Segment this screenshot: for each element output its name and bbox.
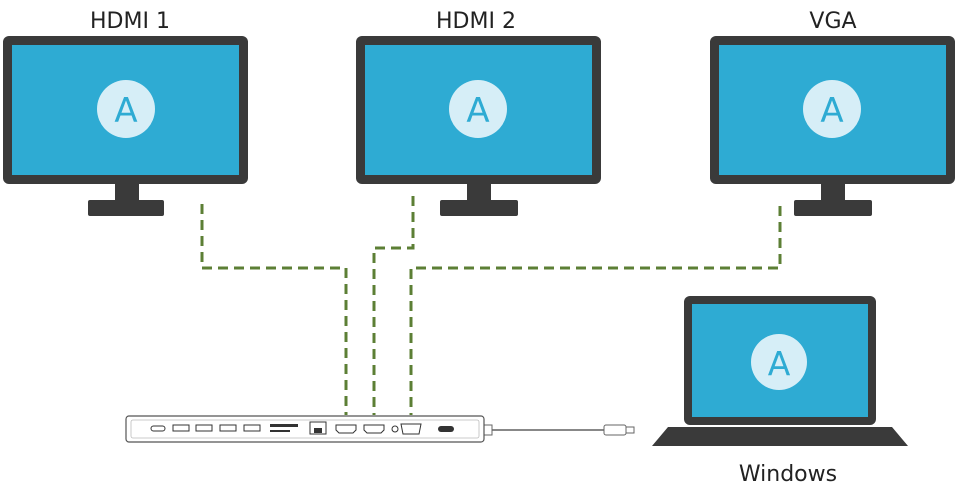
monitor-label-hdmi1: HDMI 1	[90, 9, 170, 34]
monitor-hdmi1: HDMI 1 A	[3, 9, 248, 216]
laptop-icon: A	[652, 296, 908, 446]
monitor-icon: A	[356, 36, 601, 216]
usb-c-cable	[483, 424, 635, 436]
screen-glyph: A	[466, 91, 489, 131]
screen-glyph: A	[768, 344, 791, 383]
monitor-icon: A	[3, 36, 248, 216]
screen-glyph: A	[820, 91, 843, 131]
laptop-label: Windows	[739, 462, 837, 487]
monitor-label-vga: VGA	[809, 9, 856, 34]
monitor-label-hdmi2: HDMI 2	[436, 9, 516, 34]
laptop-windows: A Windows	[652, 296, 908, 487]
monitor-vga: VGA A	[710, 9, 955, 216]
cable-vga	[409, 206, 782, 415]
usb-c-hub-icon	[125, 415, 485, 443]
usb-c-hub	[125, 415, 635, 443]
monitor-hdmi2: HDMI 2 A	[356, 9, 601, 216]
screen-glyph: A	[114, 91, 137, 131]
connection-cables	[200, 196, 782, 415]
cable-hdmi1	[200, 204, 348, 415]
cable-hdmi2	[372, 196, 415, 415]
monitor-icon: A	[710, 36, 955, 216]
